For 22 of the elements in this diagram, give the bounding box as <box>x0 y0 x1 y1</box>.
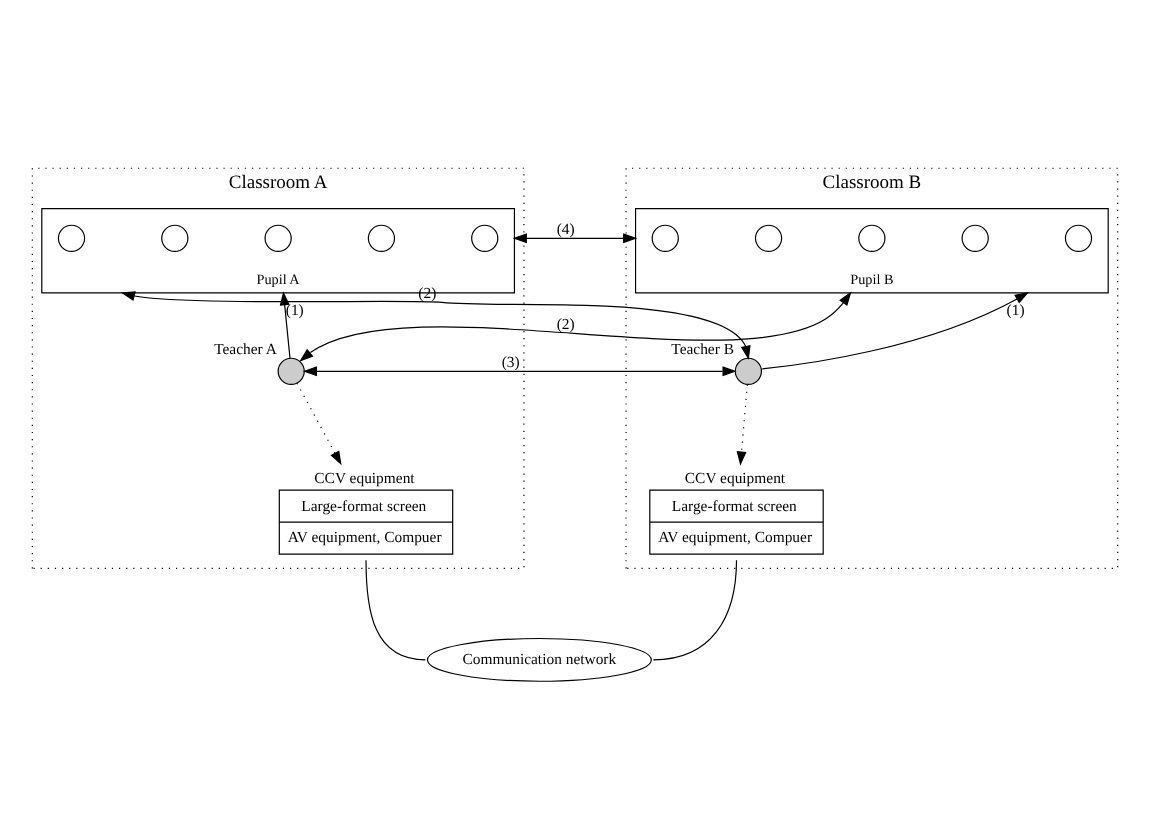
arrow <box>512 232 638 243</box>
node-circle <box>161 223 189 251</box>
arrow <box>736 383 748 465</box>
node-circle <box>1064 223 1093 251</box>
arrow <box>279 290 291 358</box>
node-circle <box>961 223 989 251</box>
node-circle <box>471 223 499 251</box>
node-circle <box>277 356 305 384</box>
node-circle <box>754 223 783 251</box>
node-circle <box>367 223 396 251</box>
node-circle <box>264 223 292 251</box>
arrow <box>302 365 737 376</box>
node-circle <box>651 223 679 251</box>
arrow <box>120 290 751 359</box>
arrow <box>296 381 342 465</box>
arrow <box>760 291 1029 369</box>
node-circle <box>57 223 86 251</box>
connector <box>365 558 426 660</box>
node-circle <box>858 223 886 251</box>
arrow <box>299 290 852 361</box>
connector <box>652 558 738 660</box>
node-circle <box>734 356 763 384</box>
